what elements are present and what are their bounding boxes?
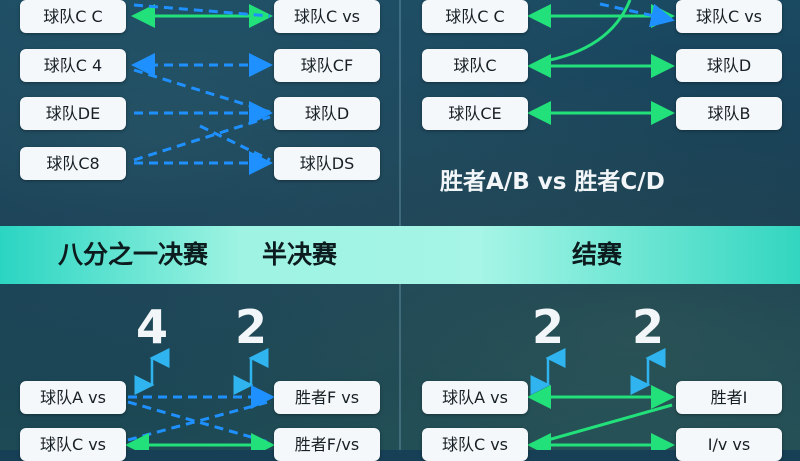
score: 2 (531, 300, 564, 354)
team-box: 胜者F/vs (274, 428, 380, 461)
team-box: 球队DS (274, 147, 380, 180)
round-label-round16: 八分之一决赛 (58, 240, 209, 269)
team-box: 球队C vs (274, 0, 380, 33)
top-right-connectors (527, 0, 675, 125)
team-box: 球队D (676, 49, 782, 82)
round-label-semis: 半决赛 (262, 240, 338, 269)
bottom-left-connectors (125, 348, 275, 450)
team-box: 球队C C (20, 0, 126, 33)
team-box: 球队C vs (422, 428, 528, 461)
score: 4 (135, 300, 168, 354)
team-box: 球队DE (20, 97, 126, 130)
matchup-caption: 胜者A/B vs 胜者C/D (440, 169, 665, 195)
team-box: 球队C (422, 49, 528, 82)
divider-top (399, 0, 401, 226)
divider-bottom (399, 284, 401, 450)
team-box: 球队D (274, 97, 380, 130)
bracket-connectors (125, 0, 675, 450)
team-box: 球队A vs (20, 381, 126, 414)
round-header-band (0, 226, 800, 284)
team-box: 球队C vs (676, 0, 782, 33)
team-box: 球队C vs (20, 428, 126, 461)
team-box: 球队CF (274, 49, 380, 82)
score: 2 (234, 300, 267, 354)
team-box: 球队A vs (422, 381, 528, 414)
team-box: I/v vs (676, 428, 782, 461)
score: 2 (631, 300, 664, 354)
bottom-right-connectors (527, 348, 675, 450)
team-box: 球队B (676, 97, 782, 130)
team-box: 胜者I (676, 381, 782, 414)
team-box: 球队CE (422, 97, 528, 130)
team-box: 胜者F vs (274, 381, 380, 414)
team-box: 球队C C (422, 0, 528, 33)
top-left-connectors (131, 3, 273, 175)
team-box: 球队C 4 (20, 49, 126, 82)
round-label-final: 结赛 (572, 240, 623, 269)
team-box: 球队C8 (20, 147, 126, 180)
